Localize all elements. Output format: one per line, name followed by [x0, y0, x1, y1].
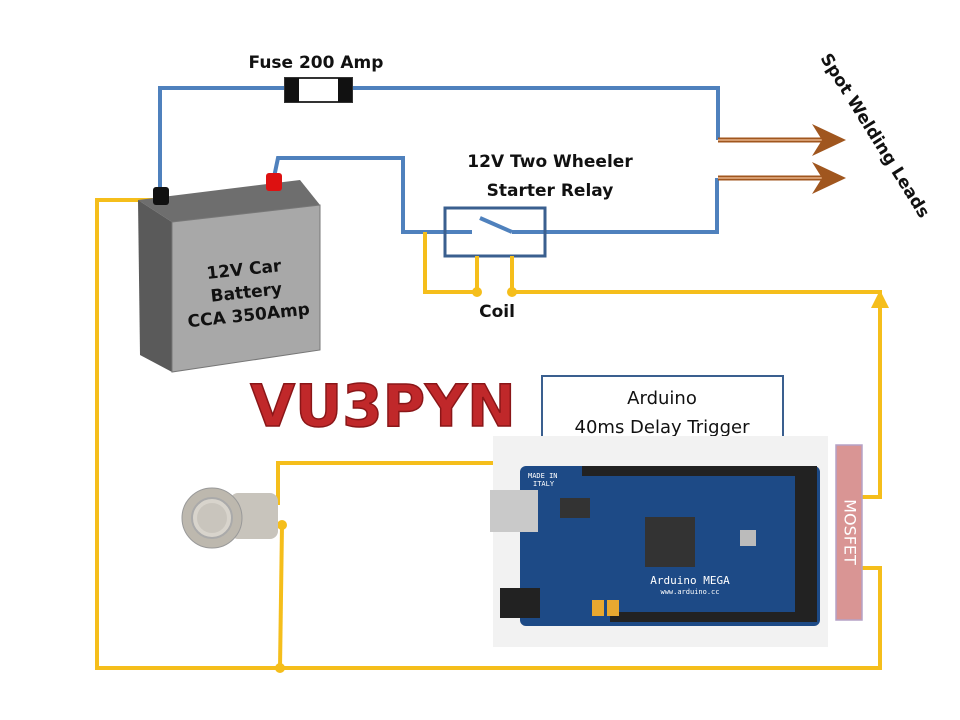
wire-relay-to-lead [512, 178, 719, 234]
spot-welding-leads [718, 124, 846, 194]
board-made-in: MADE IN [528, 472, 558, 480]
arduino-mega-board: MADE IN ITALY Arduino MEGA www.arduino.c… [490, 436, 828, 647]
microcontroller-chip [645, 517, 695, 567]
junction-dots [275, 287, 517, 673]
relay-label-line1: 12V Two Wheeler [467, 152, 633, 172]
relay-switch-contact [479, 216, 513, 234]
power-wiring [158, 86, 720, 258]
wire-negative-to-fuse [158, 86, 285, 195]
usb-connector [490, 490, 538, 532]
board-url: www.arduino.cc [660, 588, 719, 596]
relay-label-line2: Starter Relay [487, 181, 614, 201]
battery-positive-terminal [266, 173, 282, 191]
arduino-label-box [541, 375, 784, 447]
arduino-label-line2: 40ms Delay Trigger [575, 417, 751, 438]
callsign-logo: VU3PYN [250, 372, 515, 440]
power-jack [500, 588, 540, 618]
push-button [181, 487, 278, 549]
wire-ground-loop [95, 198, 882, 670]
lead-arrow-icon [812, 162, 846, 194]
relay-box [443, 206, 547, 258]
mosfet [835, 444, 863, 621]
wire-button-ground [278, 524, 284, 669]
fuse [284, 77, 353, 103]
wire-relay-input-coil [423, 232, 479, 294]
mosfet-label: MOSFET [841, 499, 860, 565]
arrow-up-icon [871, 290, 889, 308]
arduino-label-line1: Arduino [627, 388, 697, 409]
board-italy: ITALY [533, 480, 555, 488]
battery: 12V Car Battery CCA 350Amp [138, 173, 321, 373]
battery-negative-terminal [153, 187, 169, 205]
coil-label: Coil [479, 302, 515, 322]
fuse-label: Fuse 200 Amp [249, 53, 384, 73]
board-name: Arduino MEGA [650, 574, 730, 587]
lead-arrow-icon [812, 124, 846, 156]
wire-button-to-arduino [276, 461, 497, 505]
wire-fuse-to-lead [352, 86, 720, 140]
